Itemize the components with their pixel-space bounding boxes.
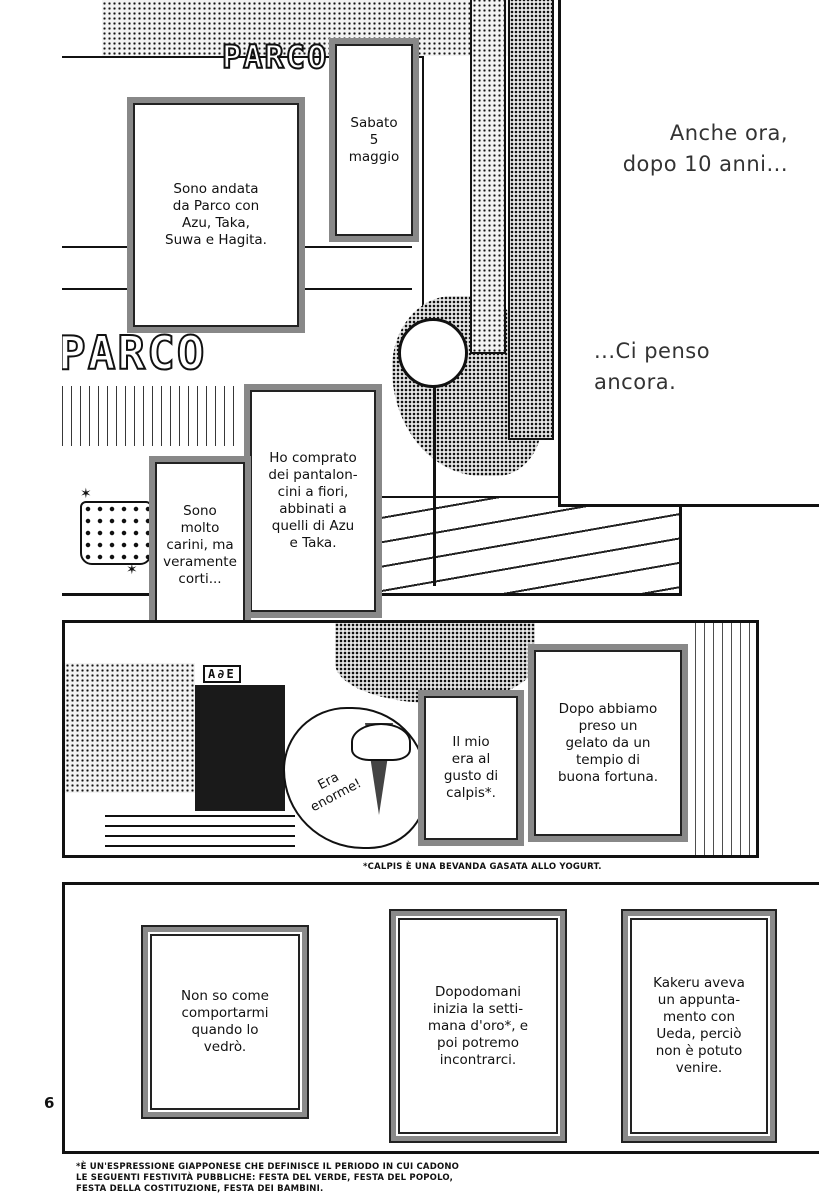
dark-doorway	[195, 685, 285, 815]
caption-went-to-parco: Sono andata da Parco con Azu, Taka, Suwa…	[127, 97, 305, 333]
footnote-golden-week: *È UN'ESPRESSIONE GIAPPONESE CHE DEFINIS…	[76, 1162, 460, 1194]
road-sign	[398, 318, 468, 388]
small-sign: A∂E	[203, 665, 241, 683]
sparkle-icon: ✶	[126, 562, 138, 578]
parco-sign-top: PARCO	[221, 37, 329, 77]
tree-foliage	[335, 623, 535, 703]
ice-cream-icon	[351, 723, 411, 761]
caption-calpis-flavor: Il mio era al gusto di calpis*.	[418, 690, 524, 846]
caption-bought-shorts: Ho comprato dei pantalon- cini a fiori, …	[244, 384, 382, 618]
caption-kakeru: Kakeru aveva un appunta- mento con Ueda,…	[630, 918, 768, 1134]
footnote-calpis: *CALPIS È UNA BEVANDA GASATA ALLO YOGURT…	[363, 862, 602, 872]
building-window-lines	[62, 386, 242, 446]
building-wall-screentone	[65, 663, 195, 793]
monologue-area	[558, 0, 819, 507]
background-buildings	[695, 623, 756, 855]
dotted-strip-wide	[508, 0, 554, 440]
stairs	[105, 811, 295, 855]
monologue-line-2: ...Ci penso ancora.	[594, 339, 711, 394]
caption-date: Sabato 5 maggio	[329, 38, 419, 242]
caption-how-to-behave: Non so come comportarmi quando lo vedrò.	[150, 934, 300, 1110]
page-number: 6	[44, 1094, 55, 1112]
parco-sign-bottom: PARCO	[62, 325, 207, 381]
caption-very-cute: Sono molto carini, ma veramente corti...	[149, 456, 251, 634]
shorts-illustration	[80, 501, 152, 565]
sparkle-icon: ✶	[80, 486, 92, 502]
monologue-line-1: Anche ora, dopo 10 anni...	[622, 121, 788, 176]
dotted-strip-narrow	[470, 0, 506, 354]
caption-golden-week: Dopodomani inizia la setti- mana d'oro*,…	[398, 918, 558, 1134]
road-sign-pole	[433, 326, 436, 586]
street	[362, 496, 679, 593]
caption-ice-cream-temple: Dopo abbiamo preso un gelato da un tempi…	[528, 644, 688, 842]
sky-screentone	[102, 0, 512, 56]
